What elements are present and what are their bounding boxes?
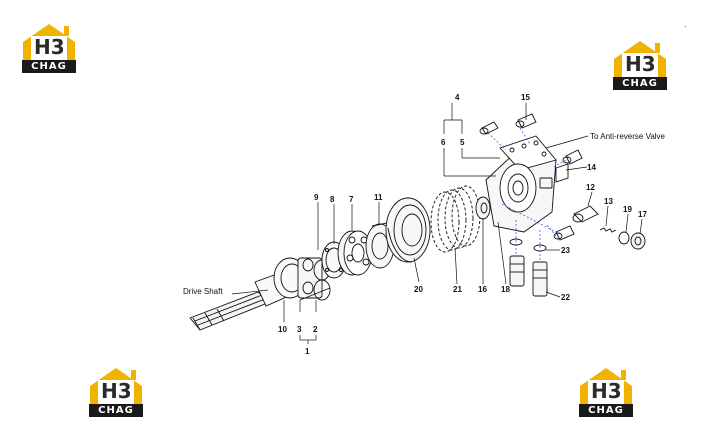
cylinder-block	[337, 230, 373, 276]
callout-13: 13	[604, 197, 613, 206]
callout-15: 15	[521, 93, 530, 102]
callout-14: 14	[587, 163, 596, 172]
callout-9: 9	[314, 193, 319, 202]
bracket	[555, 163, 569, 183]
callout-16: 16	[478, 285, 487, 294]
logo-mark: H3	[591, 379, 622, 403]
bearing	[475, 196, 491, 220]
cover-bolts	[479, 113, 583, 241]
logo-text: CHAG	[89, 404, 143, 417]
piston-group	[273, 257, 331, 301]
callout-23: 23	[561, 246, 570, 255]
housing	[385, 197, 431, 263]
callout-4: 4	[455, 93, 460, 102]
logo-house-icon	[614, 41, 666, 79]
callout-12: 12	[586, 183, 595, 192]
drive-shaft-label: Drive Shaft	[183, 287, 223, 296]
callout-1: 1	[305, 347, 310, 356]
brand-logo: H3 CHAG	[611, 39, 669, 91]
callout-6: 6	[441, 138, 446, 147]
callout-20: 20	[414, 285, 423, 294]
logo-house-icon	[90, 368, 142, 406]
callout-10: 10	[278, 325, 287, 334]
brand-logo: H3 CHAG	[20, 22, 78, 74]
callout-5: 5	[460, 138, 465, 147]
callout-11: 11	[374, 193, 383, 202]
callout-21: 21	[453, 285, 462, 294]
logo-text: CHAG	[613, 77, 667, 90]
logo-mark: H3	[625, 52, 656, 76]
callout-8: 8	[330, 195, 335, 204]
check-valves	[509, 238, 548, 297]
logo-mark: H3	[101, 379, 132, 403]
callout-3: 3	[297, 325, 302, 334]
logo-text: CHAG	[22, 60, 76, 73]
callout-22: 22	[561, 293, 570, 302]
callout-7: 7	[349, 195, 354, 204]
brand-logo: H3 CHAG	[577, 366, 635, 418]
logo-text: CHAG	[579, 404, 633, 417]
logo-house-icon	[580, 368, 632, 406]
friction-plates	[430, 185, 481, 253]
corner-mark: ·	[684, 22, 687, 31]
callout-19: 19	[623, 205, 632, 214]
callout-labels: 4 15 6 5 14 12 13 19 17 23 22 9 8 7 11 2…	[183, 93, 666, 356]
leader-lines	[231, 103, 643, 344]
logo-mark: H3	[34, 35, 65, 59]
hidden-lines	[487, 127, 567, 262]
logo-house-icon	[23, 24, 75, 62]
anti-reverse-valve-label: To Anti-reverse Valve	[590, 132, 666, 141]
relief-valve-parts	[572, 205, 646, 250]
rear-cover	[485, 135, 557, 233]
callout-17: 17	[638, 210, 647, 219]
brand-logo: H3 CHAG	[87, 366, 145, 418]
callout-18: 18	[501, 285, 510, 294]
callout-2: 2	[313, 325, 318, 334]
